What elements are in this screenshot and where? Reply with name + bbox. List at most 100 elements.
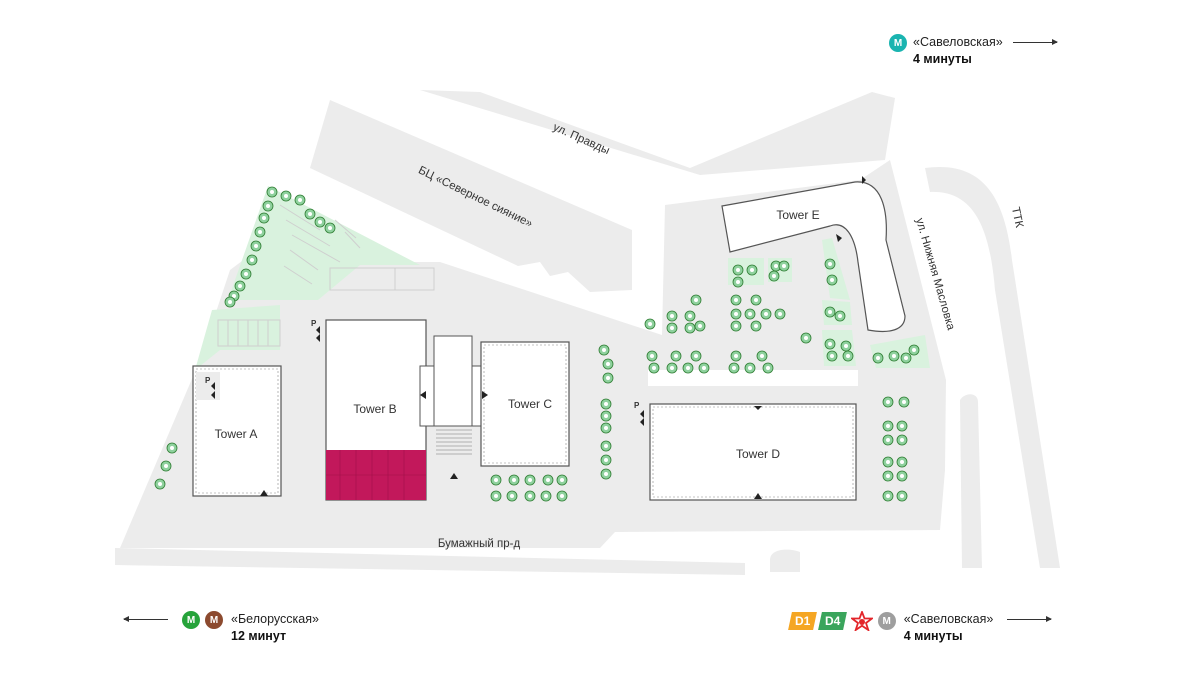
arrow-left-icon: [123, 616, 168, 622]
parking-label-d: P: [634, 401, 640, 410]
business-center: [310, 100, 632, 292]
tower-d-label: Tower D: [736, 447, 780, 461]
road-ttk: [925, 166, 1060, 569]
tree-core: [838, 314, 842, 318]
tree-core: [604, 458, 608, 462]
tree-core: [750, 268, 754, 272]
tree-core: [560, 494, 564, 498]
tree-core: [528, 478, 532, 482]
tree-core: [886, 494, 890, 498]
tree-core: [228, 300, 232, 304]
tree-core: [736, 268, 740, 272]
tree-core: [694, 354, 698, 358]
tree-core: [734, 354, 738, 358]
tree-core: [686, 366, 690, 370]
tree-core: [688, 314, 692, 318]
tree-core: [886, 460, 890, 464]
tree-core: [604, 444, 608, 448]
tree-core: [766, 366, 770, 370]
tree-core: [876, 356, 880, 360]
tree-core: [886, 474, 890, 478]
d1-label: D1: [795, 614, 811, 628]
tree-core: [238, 284, 242, 288]
tower-c[interactable]: [480, 341, 570, 467]
trees: [154, 186, 920, 502]
metro-brown-icon: М: [205, 611, 223, 629]
tree-core: [270, 190, 274, 194]
tree-core: [904, 356, 908, 360]
d1-icon: D1: [788, 612, 818, 630]
tree-core: [828, 310, 832, 314]
tree-core: [328, 226, 332, 230]
tree-core: [262, 216, 266, 220]
d4-icon: D4: [818, 612, 848, 630]
tree-core: [606, 376, 610, 380]
metro-top-station: «Савеловская»: [913, 35, 1003, 49]
tree-core: [734, 324, 738, 328]
mcd-star-icon: [850, 611, 873, 631]
green-east-1: [822, 238, 850, 300]
parking-north: [217, 204, 435, 347]
road-bumazhny: [115, 548, 745, 575]
tree-core: [308, 212, 312, 216]
tree-core: [748, 312, 752, 316]
metro-green-icon: М: [182, 611, 200, 629]
tree-core: [702, 366, 706, 370]
tree-core: [266, 204, 270, 208]
entrance-markers: [211, 176, 866, 499]
tree-core: [748, 366, 752, 370]
tree-core: [902, 400, 906, 404]
tree-core: [164, 464, 168, 468]
tree-core: [298, 198, 302, 202]
parking-label-a: P: [205, 376, 211, 385]
tree-core: [528, 494, 532, 498]
tree-core: [510, 494, 514, 498]
metro-top-time: 4 минуты: [913, 52, 972, 66]
tree-core: [674, 354, 678, 358]
metro-bottom-right-station: «Савеловская»: [903, 612, 994, 626]
tree-core: [900, 460, 904, 464]
tree-core: [886, 424, 890, 428]
tree-core: [736, 280, 740, 284]
road-maslovka-curve: [960, 394, 982, 568]
road-pravdy: [420, 90, 895, 175]
tree-core: [670, 366, 674, 370]
tree-core: [604, 426, 608, 430]
tree-core: [732, 366, 736, 370]
tree-core: [892, 354, 896, 358]
tree-core: [778, 312, 782, 316]
metro-icon: М: [889, 34, 907, 52]
metro-bottom-left[interactable]: М М «Белорусская» 12 минут: [123, 611, 319, 645]
tree-core: [754, 324, 758, 328]
tree-core: [698, 324, 702, 328]
tree-core: [254, 244, 258, 248]
metro-bottom-right-time: 4 минуты: [903, 629, 963, 643]
tower-e[interactable]: [721, 181, 906, 333]
tree-core: [546, 478, 550, 482]
tree-core: [912, 348, 916, 352]
tower-a[interactable]: [192, 365, 282, 497]
tree-core: [652, 366, 656, 370]
tree-core: [544, 494, 548, 498]
d4-label: D4: [825, 614, 841, 628]
tree-core: [828, 342, 832, 346]
metro-bottom-left-station: «Белорусская»: [231, 612, 319, 626]
tree-core: [648, 322, 652, 326]
tower-b-label: Tower B: [353, 402, 396, 416]
tree-core: [734, 298, 738, 302]
tree-core: [232, 294, 236, 298]
metro-top-right[interactable]: М «Савеловская» 4 минуты: [889, 34, 1058, 68]
tree-core: [886, 438, 890, 442]
tower-d[interactable]: [649, 403, 857, 501]
tree-core: [900, 474, 904, 478]
tree-core: [782, 264, 786, 268]
metro-gray-icon: М: [877, 612, 896, 630]
metro-bottom-right[interactable]: D1 D4 М «Савеловская» 4 минуты: [788, 611, 1053, 645]
tree-core: [244, 272, 248, 276]
tree-core: [170, 446, 174, 450]
tree-core: [670, 326, 674, 330]
tree-core: [258, 230, 262, 234]
tree-core: [754, 298, 758, 302]
tree-core: [772, 274, 776, 278]
